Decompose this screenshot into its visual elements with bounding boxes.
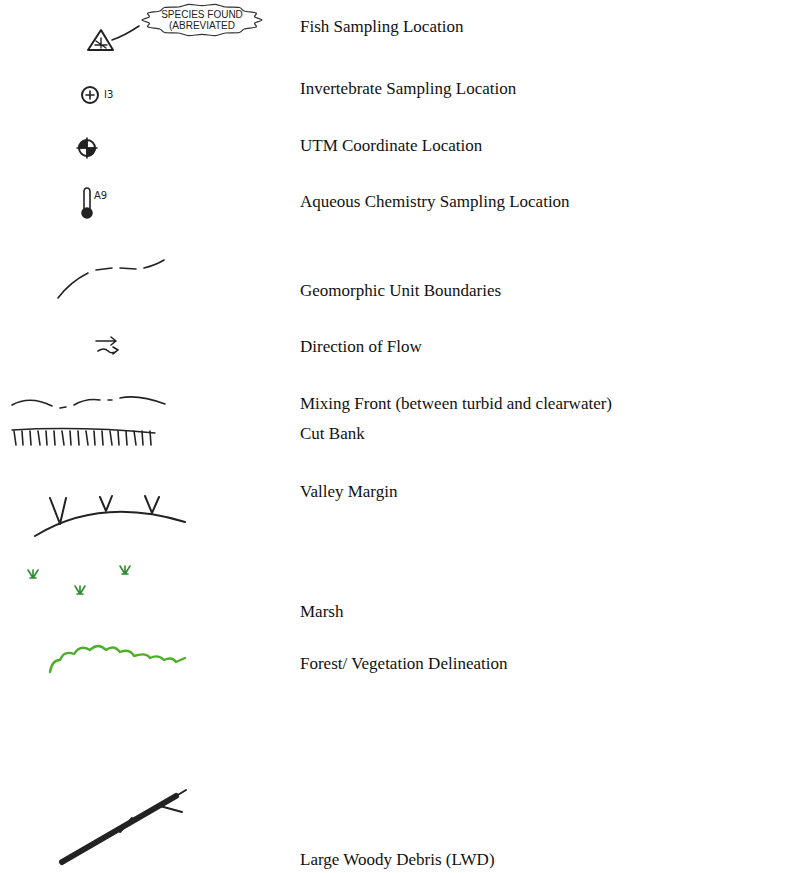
lwd-symbol bbox=[62, 790, 186, 862]
cloud-path bbox=[142, 4, 262, 35]
hatch-stroke bbox=[22, 431, 23, 445]
hatch-stroke bbox=[70, 431, 71, 445]
symbol-code: A9 bbox=[94, 190, 107, 202]
legend-label: Marsh bbox=[300, 602, 343, 622]
invertebrate-symbol bbox=[82, 87, 98, 103]
legend-label: Mixing Front (between turbid and clearwa… bbox=[300, 394, 612, 414]
legend-label: Aqueous Chemistry Sampling Location bbox=[300, 192, 570, 212]
hatch-stroke bbox=[38, 431, 40, 445]
hatch-stroke bbox=[126, 431, 127, 445]
hatch-stroke bbox=[118, 431, 119, 445]
hatch-stroke bbox=[110, 431, 112, 445]
hatch-stroke bbox=[46, 431, 47, 445]
hatch-stroke bbox=[102, 431, 103, 445]
legend-label: Cut Bank bbox=[300, 424, 365, 444]
geomorphic-boundary bbox=[58, 260, 164, 298]
legend-label: Geomorphic Unit Boundaries bbox=[300, 281, 501, 301]
valley-margin bbox=[35, 496, 185, 536]
hatch-stroke bbox=[150, 431, 151, 445]
flow-arrow bbox=[96, 337, 118, 354]
utm-symbol bbox=[77, 138, 97, 158]
legend-label: Direction of Flow bbox=[300, 337, 422, 357]
hatch-stroke bbox=[62, 431, 64, 445]
legend-label: Forest/ Vegetation Delineation bbox=[300, 654, 507, 674]
legend-label: Fish Sampling Location bbox=[300, 17, 463, 37]
hatch-stroke bbox=[142, 431, 143, 445]
mixing-front bbox=[12, 397, 165, 408]
callout-text: SPECIES FOUND (ABREVIATED bbox=[156, 9, 248, 31]
forest-line bbox=[50, 646, 185, 672]
legend-label: Valley Margin bbox=[300, 482, 397, 502]
hatch-stroke bbox=[30, 431, 31, 445]
hatch-stroke bbox=[134, 431, 136, 445]
hatch-stroke bbox=[94, 431, 95, 445]
hatch-stroke bbox=[78, 431, 79, 445]
marsh-symbol bbox=[28, 566, 130, 594]
leader-line bbox=[112, 26, 139, 40]
legend-label: Large Woody Debris (LWD) bbox=[300, 850, 495, 870]
callout-cloud: SPECIES FOUND (ABREVIATED bbox=[140, 3, 264, 37]
hatch-stroke bbox=[14, 431, 16, 445]
cut-bank bbox=[12, 429, 155, 445]
hatch-stroke bbox=[86, 431, 88, 445]
legend-label: Invertebrate Sampling Location bbox=[300, 79, 516, 99]
hatch-stroke bbox=[54, 431, 55, 445]
fish-symbol bbox=[88, 30, 113, 50]
symbol-code: I3 bbox=[104, 89, 113, 101]
legend-label: UTM Coordinate Location bbox=[300, 136, 482, 156]
thermometer-symbol bbox=[82, 188, 92, 218]
